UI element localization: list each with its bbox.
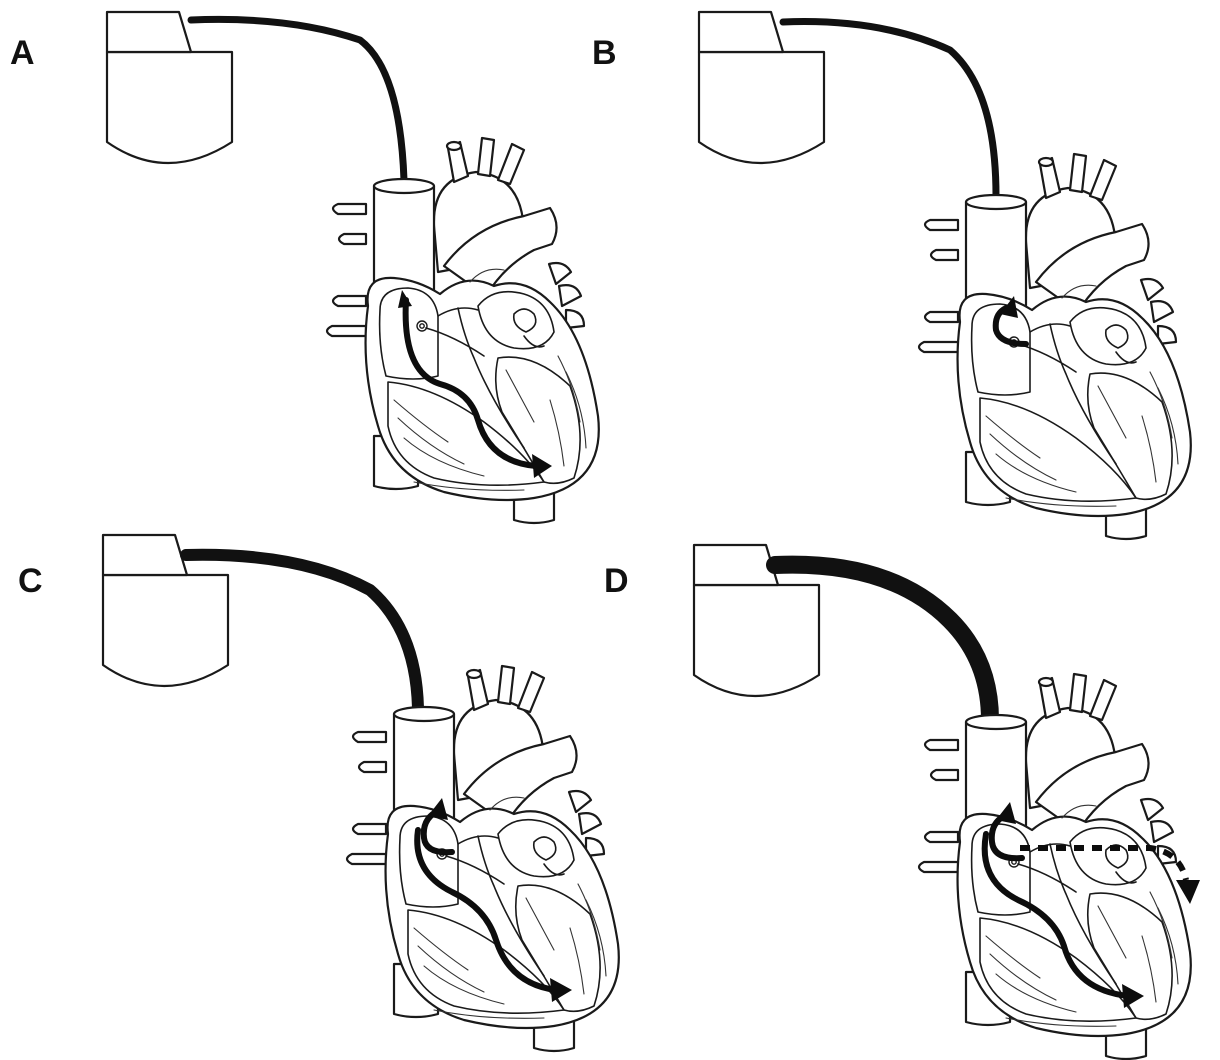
- panel-c-label: C: [18, 562, 43, 600]
- panel-a: A: [10, 12, 599, 523]
- panel-b-label: B: [592, 34, 617, 72]
- heart-cross-section-icon: [919, 154, 1191, 539]
- interatrial-arrowhead: [1176, 880, 1200, 904]
- panel-d-label: D: [604, 562, 629, 600]
- pacemaker-generator-icon: [699, 12, 824, 163]
- pacemaker-generator-icon: [107, 12, 232, 163]
- panel-a-label: A: [10, 34, 35, 72]
- heart-cross-section-icon: [919, 674, 1191, 1059]
- panel-c: C: [18, 535, 619, 1051]
- heart-cross-section-icon: [347, 666, 619, 1051]
- heart-cross-section-icon: [327, 138, 599, 523]
- panel-d: D: [604, 545, 1200, 1059]
- panel-b: B: [592, 12, 1191, 539]
